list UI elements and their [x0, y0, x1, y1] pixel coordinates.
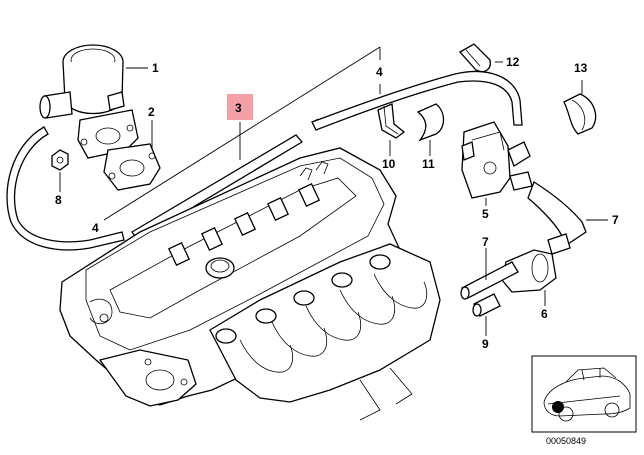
clip-11	[416, 103, 445, 142]
callout-10: 10	[382, 157, 396, 171]
callout-7-upper: 7	[482, 235, 489, 249]
callout-1: 1	[152, 61, 159, 75]
intake-manifold	[209, 243, 441, 421]
callout-4-left: 4	[92, 221, 99, 235]
callout-9: 9	[482, 337, 489, 351]
clamp-12	[458, 43, 491, 73]
nut	[51, 149, 69, 171]
callout-2: 2	[148, 105, 155, 119]
hose-piece-9	[472, 293, 501, 317]
callout-5: 5	[482, 207, 489, 221]
callout-12: 12	[506, 55, 520, 69]
callout-11: 11	[422, 157, 435, 171]
solenoid-valve	[461, 121, 533, 199]
reference-number: 00050849	[546, 436, 586, 446]
hose-right	[527, 181, 587, 245]
secondary-air-valve	[39, 44, 139, 159]
hose-piece-7	[460, 261, 519, 300]
hose-left	[6, 126, 125, 251]
callout-7-right: 7	[612, 213, 619, 227]
location-marker-icon	[552, 401, 564, 413]
car-location-inset	[531, 355, 637, 433]
gasket	[103, 143, 161, 191]
callout-3: 3	[235, 101, 242, 115]
callout-8: 8	[55, 193, 62, 207]
clip-10	[377, 103, 406, 139]
filter	[501, 233, 571, 293]
callout-13: 13	[574, 61, 588, 75]
hose-upper	[311, 70, 523, 131]
clamp-13	[563, 93, 597, 135]
highlight-box	[227, 94, 253, 120]
callout-6: 6	[541, 307, 548, 321]
callout-4-upper: 4	[376, 65, 383, 79]
